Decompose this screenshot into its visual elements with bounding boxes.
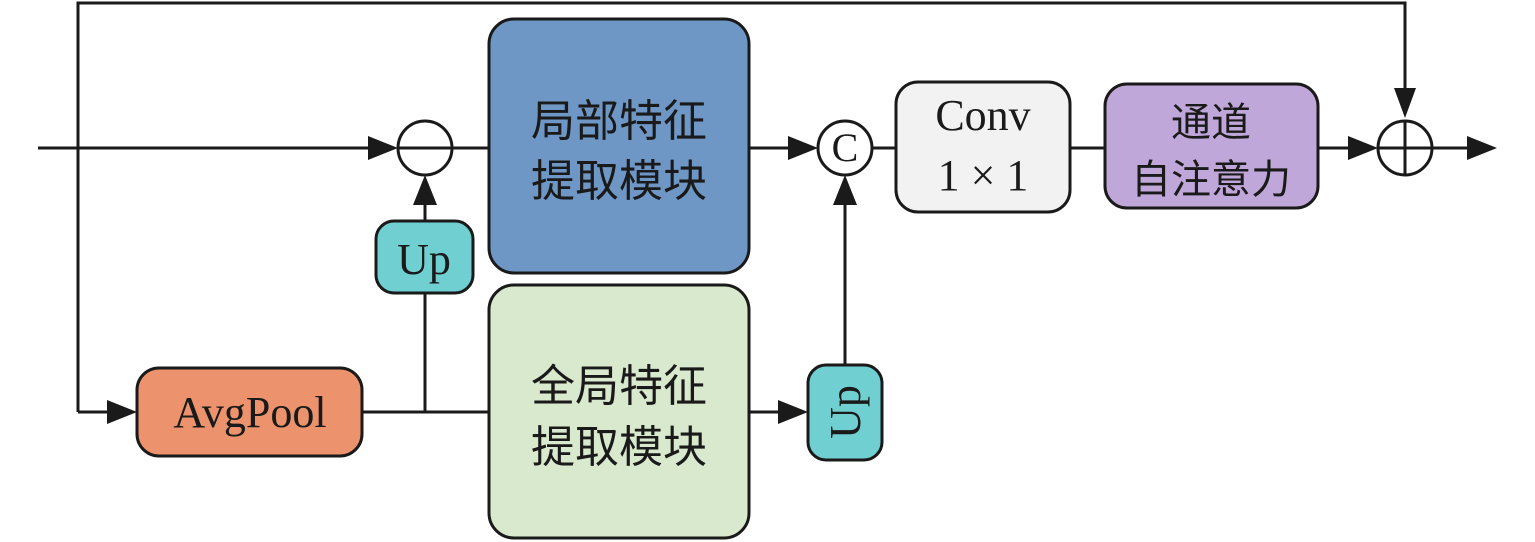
conv-label-2: 1 × 1 — [938, 151, 1029, 200]
concat-symbol: C — [832, 125, 859, 170]
global-block-label-2: 提取模块 — [531, 422, 707, 473]
avgpool-block — [135, 366, 364, 458]
skip-arrow — [1394, 88, 1416, 118]
channel-attention-block — [1103, 82, 1320, 210]
up-to-merge-arrow — [413, 175, 437, 205]
attention-label-2: 自注意力 — [1131, 157, 1291, 203]
output-arrow — [1467, 136, 1497, 160]
up-top-label: Up — [397, 235, 451, 284]
up-right-label: Up — [821, 385, 870, 439]
local-block-label-1: 局部特征 — [531, 96, 707, 147]
global-to-up-arrow — [778, 400, 808, 424]
up-to-concat-arrow — [833, 175, 857, 205]
local-feature-block — [487, 17, 751, 275]
conv-label-1: Conv — [935, 91, 1030, 140]
global-feature-block — [487, 283, 751, 540]
local-block-label-2: 提取模块 — [531, 156, 707, 207]
conv-block — [894, 80, 1072, 214]
up-block-right — [806, 363, 884, 462]
avgpool-label: AvgPool — [173, 388, 326, 437]
attention-label-1: 通道 — [1171, 100, 1251, 146]
global-block-label-1: 全局特征 — [531, 361, 707, 412]
attention-to-add-arrow — [1348, 136, 1378, 160]
up-block-top — [374, 219, 475, 295]
input-arrow — [368, 136, 398, 160]
skip-connection-line — [76, 1, 1407, 412]
avgpool-arrow — [107, 400, 137, 424]
local-to-concat-arrow — [788, 136, 818, 160]
